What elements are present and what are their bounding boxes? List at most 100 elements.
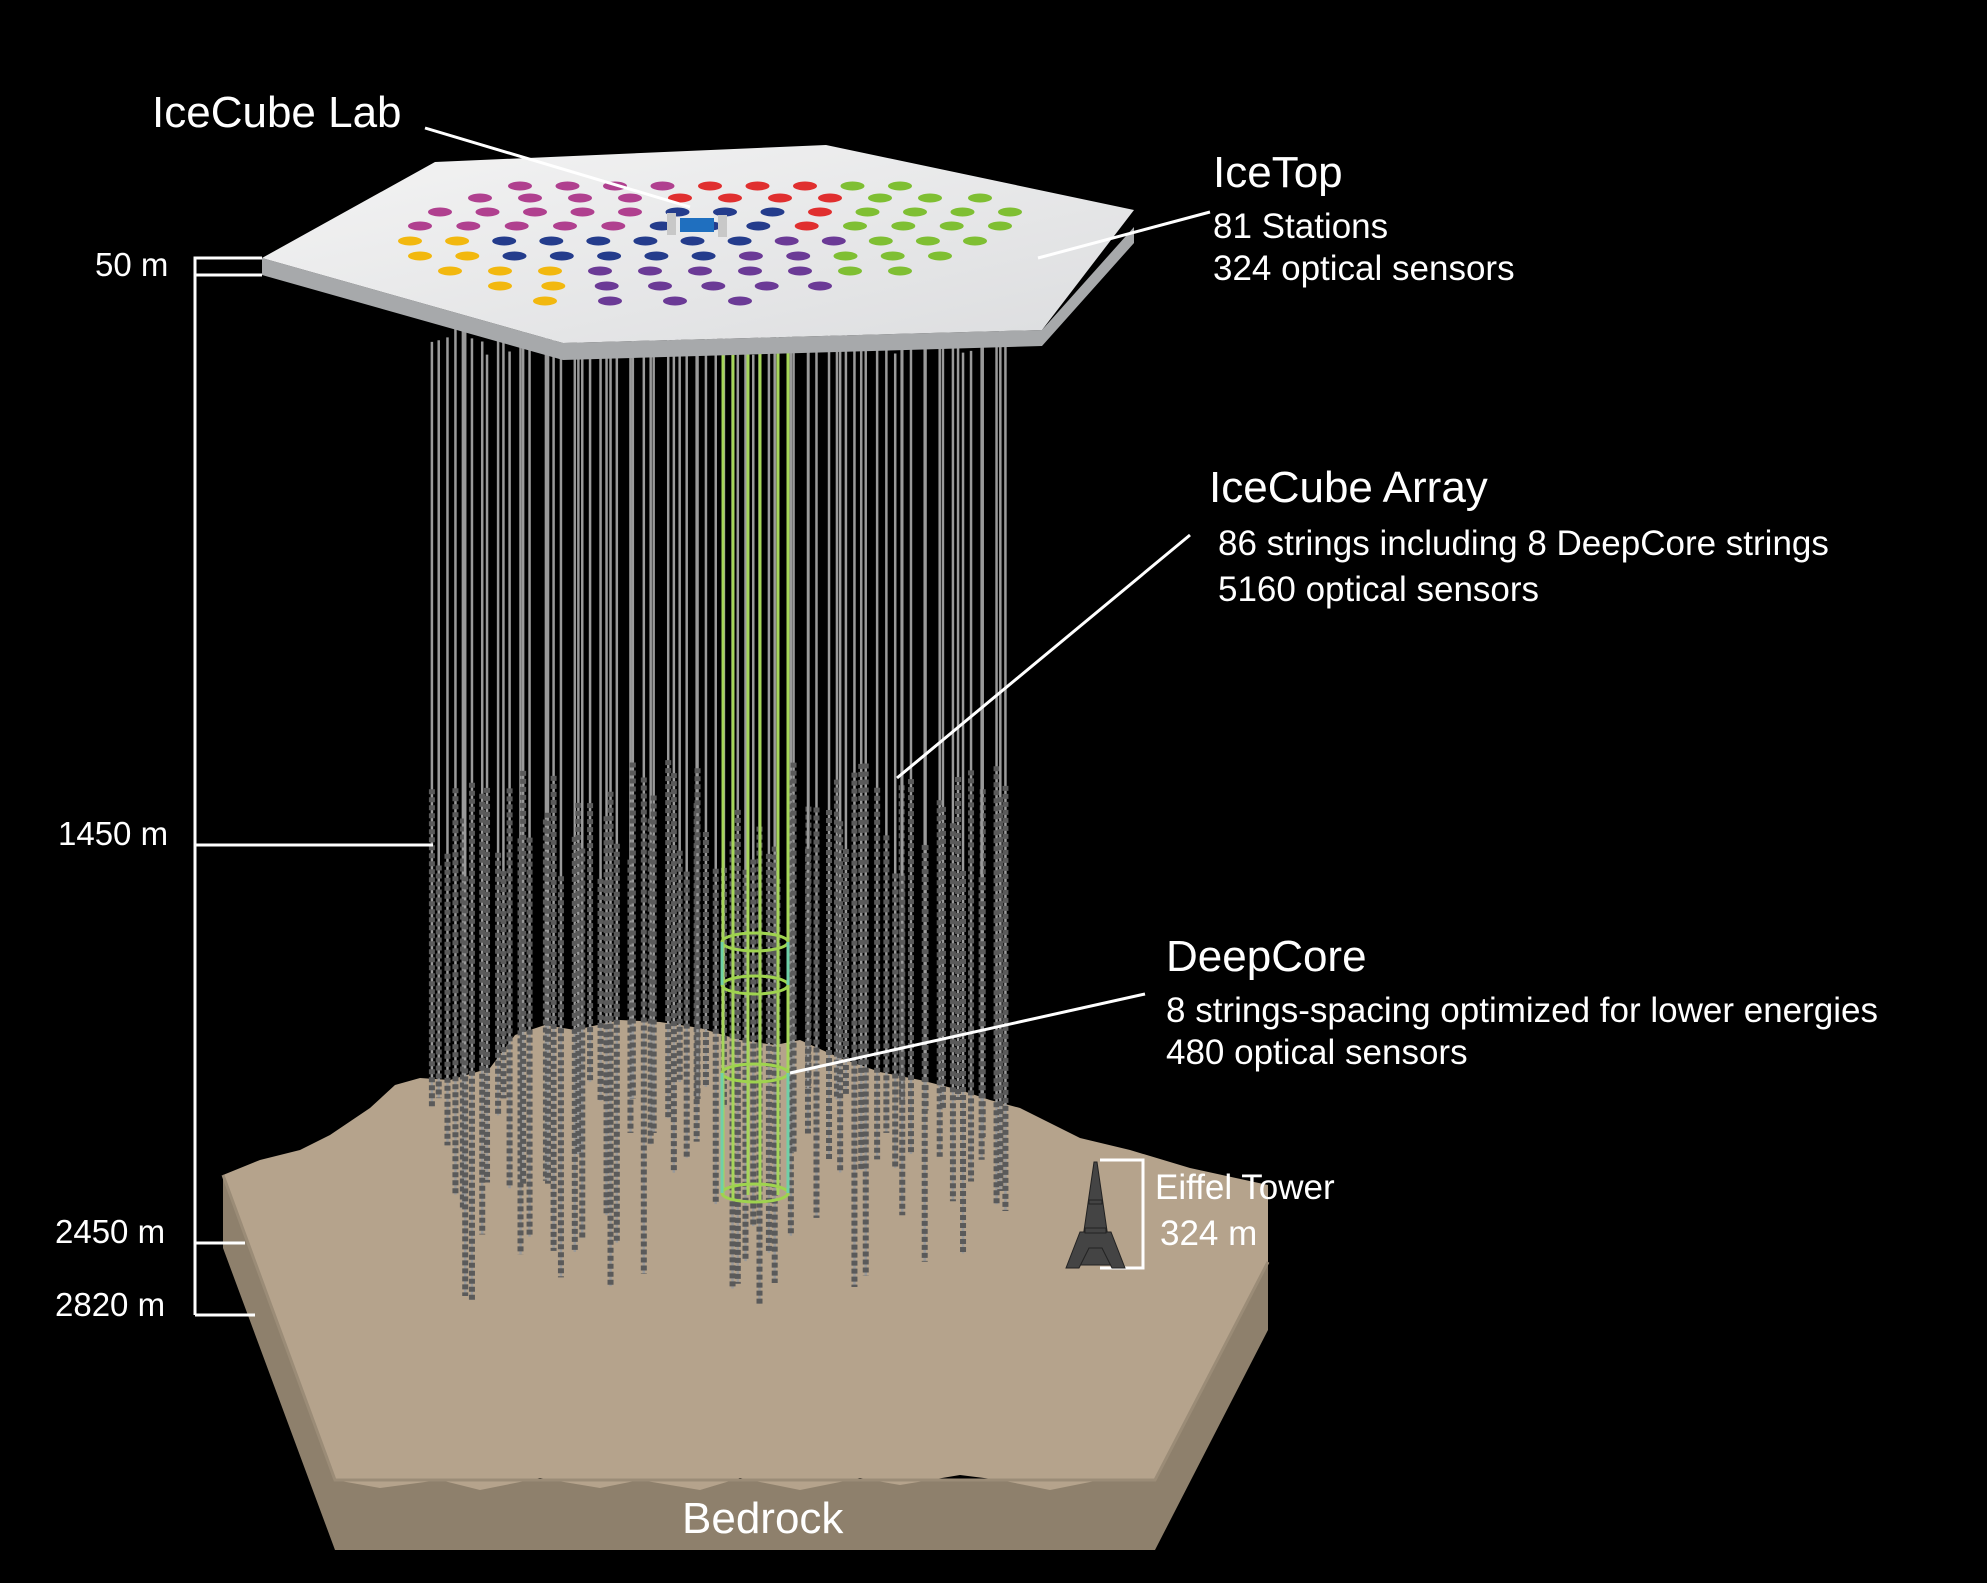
icetop-station [843, 221, 867, 231]
icetop-station [888, 266, 912, 276]
icetop-station [768, 193, 792, 203]
icetop-station [738, 251, 763, 261]
icetop-station [838, 266, 862, 276]
eiffel-tower-label: Eiffel Tower [1155, 1168, 1335, 1207]
icetop-station [868, 193, 892, 203]
icetop-station [553, 221, 577, 231]
icetop-title: IceTop [1213, 148, 1343, 197]
icetop-station [988, 221, 1012, 231]
icecube-lab-leader [424, 126, 691, 209]
bedrock-bottom-face [335, 1480, 1155, 1550]
icetop-station [833, 251, 858, 261]
icetop-station [648, 281, 672, 291]
bedrock-label: Bedrock [682, 1494, 844, 1543]
icetop-station [523, 207, 547, 217]
icetop-station [928, 251, 952, 261]
icetop-station [504, 221, 529, 231]
array-strings-count: 86 strings including 8 DeepCore strings [1218, 524, 1829, 563]
lab-tower [667, 213, 676, 235]
leader-lines [424, 126, 1211, 1075]
array-leader [896, 533, 1191, 780]
icetop-station [555, 181, 580, 191]
icetop-station [568, 193, 592, 203]
icetop-station [502, 251, 527, 261]
icetop-station [650, 181, 675, 191]
icetop-stations [398, 181, 1022, 306]
deepcore-volume [720, 931, 790, 1204]
icetop-sensors-count: 324 optical sensors [1213, 249, 1515, 288]
icecube-lab-building [667, 213, 727, 237]
icetop-station [445, 236, 470, 246]
icetop-station [888, 181, 912, 191]
icetop-station [818, 193, 842, 203]
icetop-station [618, 193, 642, 203]
icetop-station [601, 221, 626, 231]
icetop-station [538, 266, 562, 276]
icetop-station [588, 266, 612, 276]
icetop-station [680, 236, 705, 246]
icetop-station [475, 207, 500, 217]
icetop-station [855, 207, 880, 217]
icetop-station [455, 251, 480, 261]
icetop-station [492, 236, 517, 246]
icetop-station [698, 181, 722, 191]
icetop-station [754, 281, 779, 291]
icetop-station [668, 193, 692, 203]
icetop-station [788, 266, 812, 276]
icetop-station [586, 236, 611, 246]
icetop-station [663, 296, 687, 306]
icetop-station [541, 281, 566, 291]
depth-label-1450m: 1450 m [58, 815, 169, 852]
depth-label-2820m: 2820 m [55, 1286, 166, 1323]
icetop-station [746, 221, 771, 231]
icetop-station [728, 296, 752, 306]
icetop-station [968, 193, 992, 203]
icetop-station [597, 251, 622, 261]
icetop-station [408, 251, 432, 261]
deepcore-title: DeepCore [1166, 932, 1367, 981]
icetop-station [488, 281, 512, 291]
icetop-station [786, 251, 811, 261]
icetop-station [915, 236, 940, 246]
icetop-station [633, 236, 658, 246]
icetop-station [840, 181, 865, 191]
bedrock-side-face [223, 1175, 1268, 1550]
icetop-station [713, 207, 737, 217]
icetop-station [745, 181, 770, 191]
icetop-station [644, 251, 669, 261]
icetop-station [903, 207, 927, 217]
icetop-station [963, 236, 987, 246]
icetop-station [508, 181, 532, 191]
icetop-station [808, 281, 832, 291]
icetop-station [950, 207, 975, 217]
array-sensors-count: 5160 optical sensors [1218, 570, 1540, 609]
icetop-stations-count: 81 Stations [1213, 207, 1389, 246]
icetop-station [880, 251, 905, 261]
icetop-station [738, 266, 762, 276]
icetop-station [727, 236, 752, 246]
icetop-station [594, 281, 619, 291]
icetop-station [808, 207, 832, 217]
icetop-leader [1037, 210, 1211, 260]
deepcore-strings [721, 350, 790, 1200]
icecube-lab-label: IceCube Lab [152, 88, 402, 137]
eiffel-tower-icon [1065, 1161, 1126, 1269]
deepcore-sensors-count: 480 optical sensors [1166, 1033, 1468, 1072]
icetop-slab-side [262, 227, 1134, 360]
icetop-station [518, 193, 542, 203]
icetop-station [701, 281, 726, 291]
depth-label-2450m: 2450 m [55, 1213, 166, 1250]
icetop-station [868, 236, 893, 246]
icetop-station [488, 266, 512, 276]
icetop-station [438, 266, 462, 276]
deepcore-leader [789, 992, 1146, 1075]
bedrock-edge [221, 1174, 1270, 1482]
icetop-station [408, 221, 432, 231]
array-title: IceCube Array [1209, 463, 1488, 512]
icetop-station [468, 193, 492, 203]
icetop-station [691, 251, 716, 261]
eiffel-height-label: 324 m [1160, 1214, 1258, 1253]
icetop-station [638, 266, 662, 276]
icetop-station [428, 207, 452, 217]
icetop-station [618, 207, 642, 217]
